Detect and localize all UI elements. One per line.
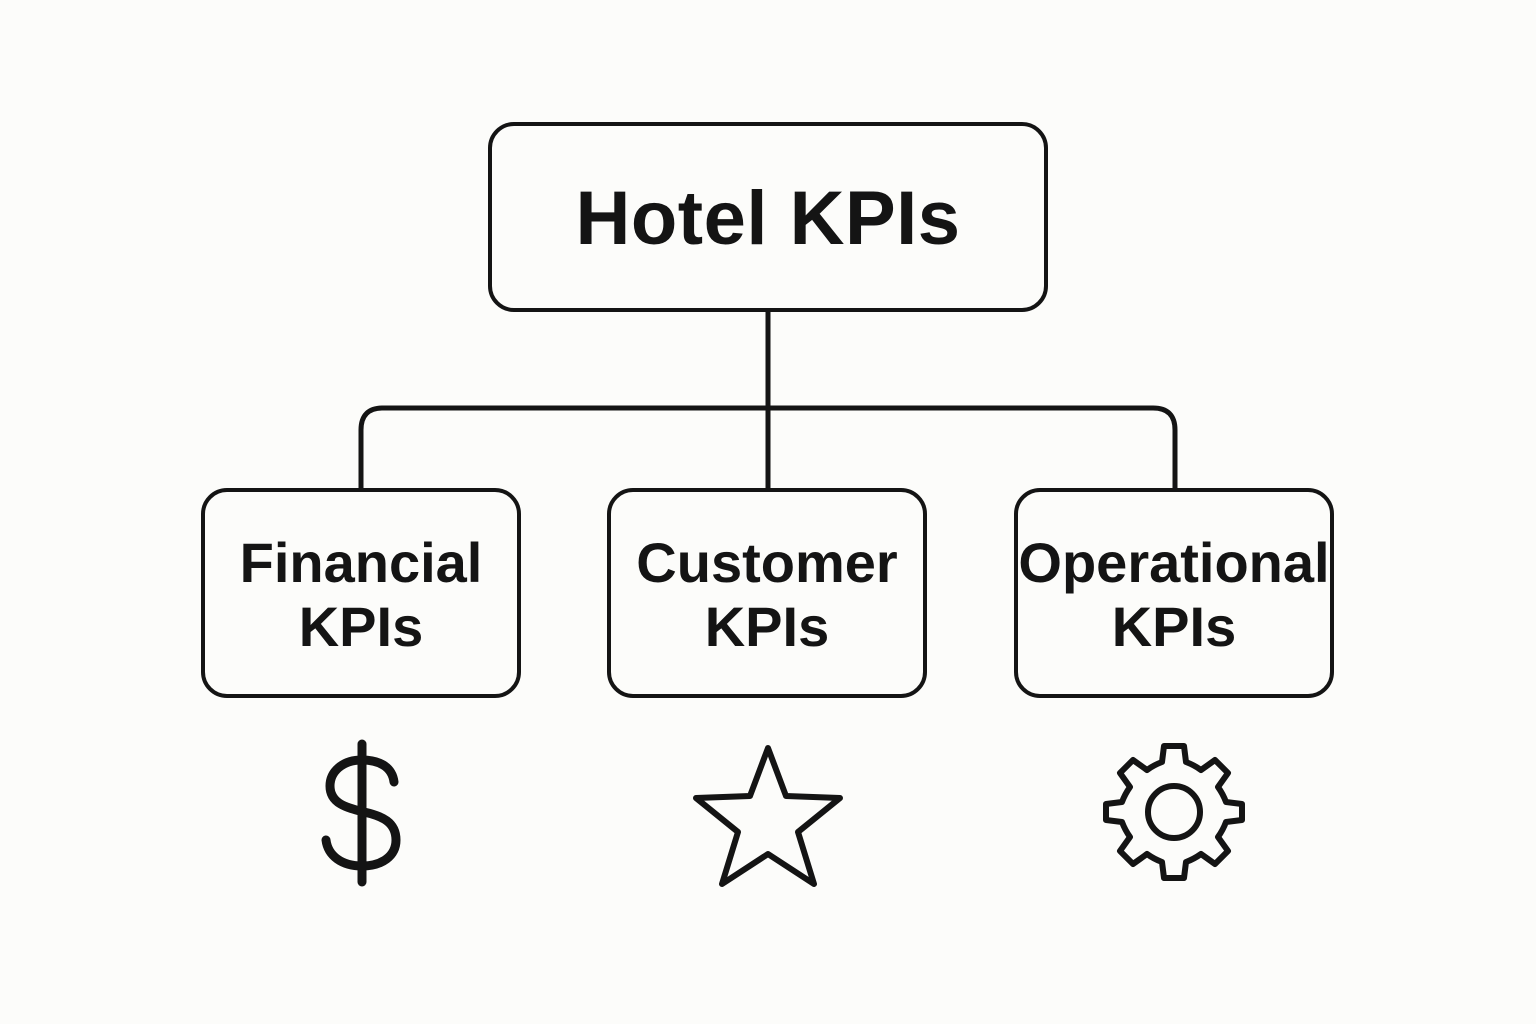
branch-connector-right bbox=[768, 405, 1178, 488]
customer-kpis-node: Customer KPIs bbox=[607, 488, 927, 698]
financial-kpis-node: Financial KPIs bbox=[201, 488, 521, 698]
financial-kpis-label: Financial KPIs bbox=[239, 531, 483, 658]
dollar-icon bbox=[312, 738, 412, 888]
star-icon bbox=[688, 740, 848, 890]
root-node-label: Hotel KPIs bbox=[575, 175, 961, 261]
operational-kpis-label: Operational KPIs bbox=[1018, 531, 1330, 658]
gear-icon bbox=[1098, 738, 1250, 886]
root-node: Hotel KPIs bbox=[488, 122, 1048, 312]
customer-kpis-label: Customer KPIs bbox=[636, 531, 898, 658]
branch-connector-left bbox=[358, 405, 768, 488]
operational-kpis-node: Operational KPIs bbox=[1014, 488, 1334, 698]
